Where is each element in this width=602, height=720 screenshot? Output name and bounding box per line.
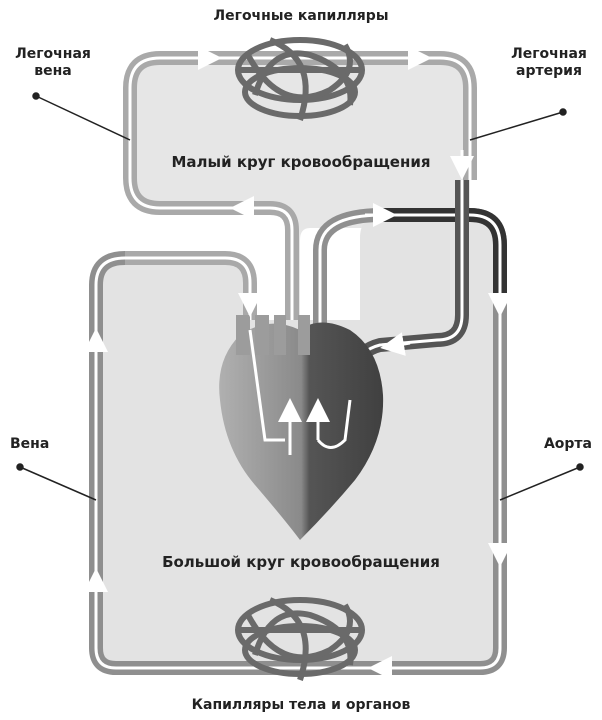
label-systemic-circulation: Большой круг кровообращения [100,554,502,571]
label-pulmonary-vein: Легочная вена [8,46,98,80]
label-aorta: Аорта [544,436,592,453]
label-pulmonary-artery-line2: артерия [504,63,594,80]
label-pulmonary-vein-line1: Легочная [8,46,98,63]
label-pulmonary-artery-line1: Легочная [504,46,594,63]
label-body-capillaries: Капилляры тела и органов [0,697,602,714]
label-pulmonary-vein-line2: вена [8,63,98,80]
label-vein: Вена [10,436,49,453]
label-pulmonary-artery: Легочная артерия [504,46,594,80]
label-pulmonary-capillaries: Легочные капилляры [0,8,602,25]
label-pulmonary-circulation: Малый круг кровообращения [120,154,482,171]
